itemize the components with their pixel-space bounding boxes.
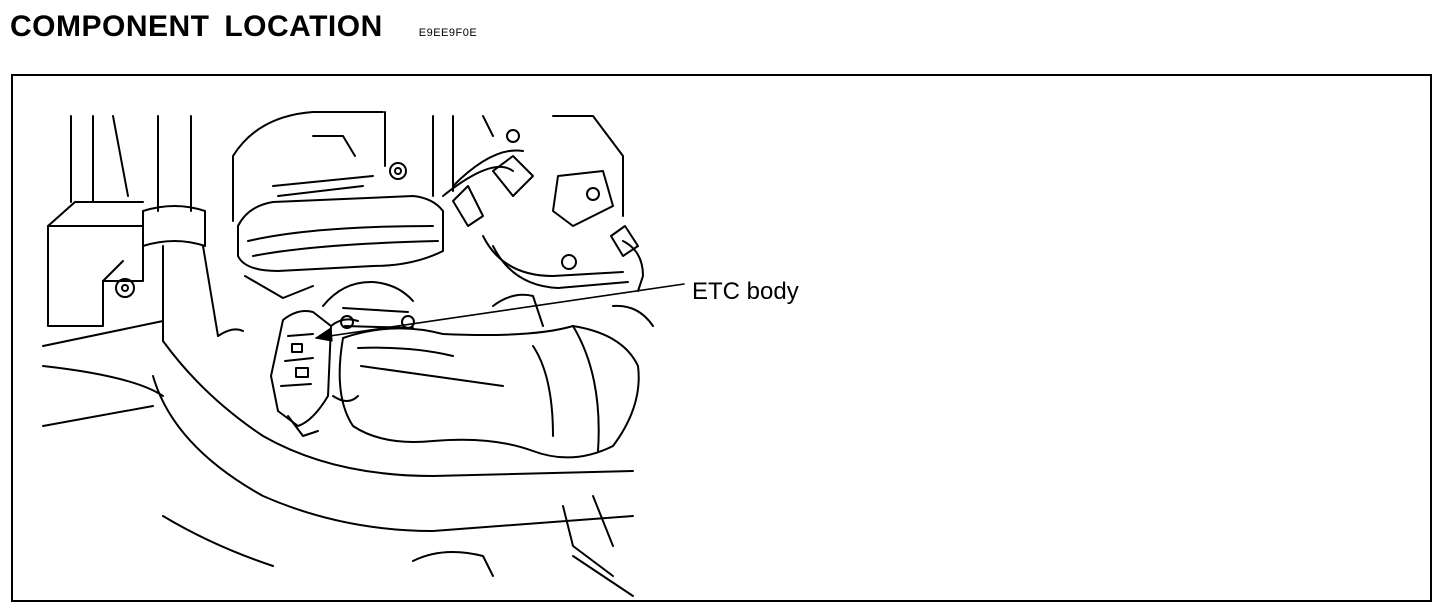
- engine-bay-illustration: [42, 111, 685, 597]
- callout-leader: [315, 283, 685, 342]
- left-bracket: [42, 115, 164, 347]
- section-title: COMPONENT LOCATION: [10, 10, 383, 43]
- document-code: E9EE9F0E: [418, 27, 478, 39]
- intake-plenum: [232, 111, 444, 299]
- figure-frame: ETC body: [11, 74, 1432, 602]
- page-header: COMPONENT LOCATION E9EE9F0E: [10, 8, 477, 48]
- etc-body: [270, 280, 415, 437]
- intake-duct: [338, 293, 654, 459]
- fuel-lines: [432, 115, 644, 292]
- etc-body-label: ETC body: [692, 278, 799, 305]
- vertical-hose: [142, 115, 244, 342]
- lower-hose: [42, 340, 634, 597]
